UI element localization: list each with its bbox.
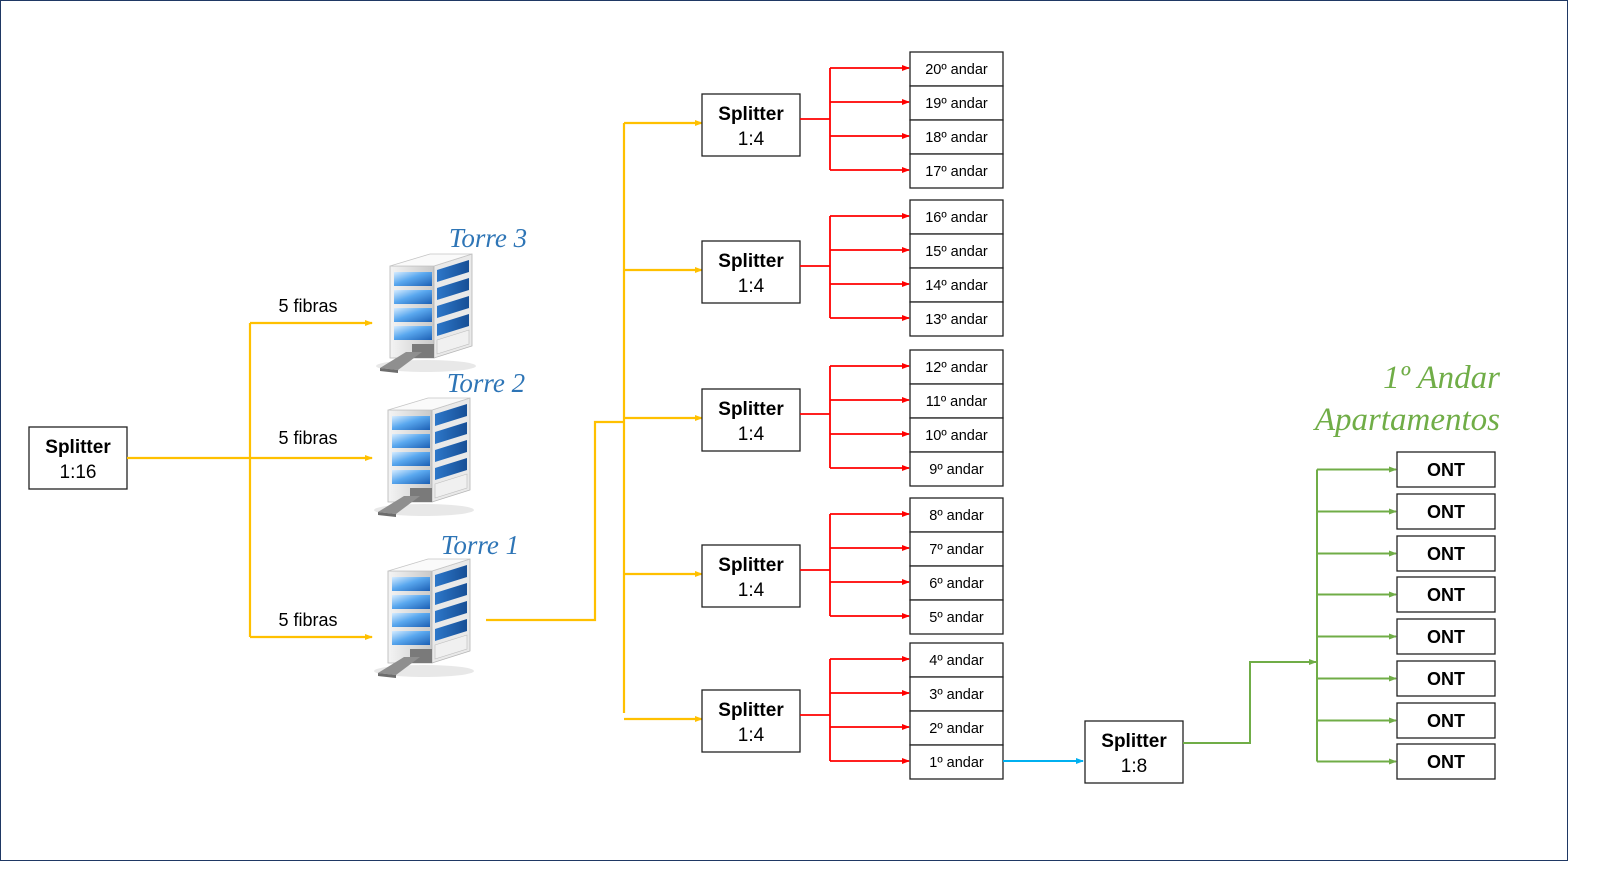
ont-box — [1396, 702, 1496, 739]
floor-label: 7º andar — [929, 542, 984, 558]
diagram-frame — [0, 0, 1568, 861]
floor-label: 2º andar — [929, 721, 984, 737]
floor-splitter-3-box — [701, 388, 801, 452]
floor-box — [909, 451, 1004, 487]
floor-label: 3º andar — [929, 687, 984, 703]
floor-splitter-5-label: Splitter — [718, 700, 784, 721]
ont-box — [1396, 535, 1496, 572]
floor-splitter-1-ratio: 1:4 — [738, 129, 765, 150]
floor-label: 14º andar — [925, 278, 988, 294]
floor-box — [909, 599, 1004, 635]
floor-splitter-4-ratio: 1:4 — [738, 580, 765, 601]
floor-box — [909, 233, 1004, 269]
ont-label: ONT — [1427, 585, 1465, 605]
apartments-title-line2: Apartamentos — [1313, 402, 1500, 438]
floor-box — [909, 417, 1004, 453]
fiber-label-2: 5 fibras — [278, 428, 337, 448]
floor-box — [909, 531, 1004, 567]
fiber-label-1: 5 fibras — [278, 296, 337, 316]
ont-box — [1396, 618, 1496, 655]
floor-box — [909, 744, 1004, 780]
floor-splitter-4-box — [701, 544, 801, 608]
floor-label: 8º andar — [929, 508, 984, 524]
floor-box — [909, 267, 1004, 303]
floor-label: 15º andar — [925, 244, 988, 260]
ont-label: ONT — [1427, 669, 1465, 689]
tower-label-3: Torre 1 — [441, 530, 519, 560]
apartment-feeder — [1183, 659, 1317, 744]
floor-splitter-2-ratio: 1:4 — [738, 276, 765, 297]
floor-splitter-2-box — [701, 240, 801, 304]
floor-label: 6º andar — [929, 576, 984, 592]
apartment-splitter-ratio: 1:8 — [1121, 756, 1147, 777]
floor-label: 17º andar — [925, 164, 988, 180]
apartment-splitter-box — [1084, 720, 1184, 784]
building-icon — [373, 558, 475, 679]
floor-splitter-5-ratio: 1:4 — [738, 725, 765, 746]
ont-label: ONT — [1427, 460, 1465, 480]
ont-box — [1396, 451, 1496, 488]
floor-splitter-4-label: Splitter — [718, 555, 784, 576]
floor-label: 9º andar — [929, 462, 984, 478]
floor-label: 18º andar — [925, 130, 988, 146]
root-splitter-label: Splitter — [45, 437, 111, 458]
floor-box — [909, 199, 1004, 235]
floor-box — [909, 676, 1004, 712]
floor-splitter-2-label: Splitter — [718, 251, 784, 272]
floor-splitter-3-label: Splitter — [718, 399, 784, 420]
ont-box — [1396, 660, 1496, 697]
floor-label: 5º andar — [929, 610, 984, 626]
floor-label: 1º andar — [929, 755, 984, 771]
ont-label: ONT — [1427, 627, 1465, 647]
floor-box — [909, 301, 1004, 337]
building-icon — [375, 253, 477, 374]
floor-label: 20º andar — [925, 62, 988, 78]
floor-box — [909, 153, 1004, 189]
ont-label: ONT — [1427, 752, 1465, 772]
floor-label: 11º andar — [926, 394, 988, 410]
ont-box — [1396, 743, 1496, 780]
floor-label: 12º andar — [925, 360, 988, 376]
floor-label: 16º andar — [925, 210, 988, 226]
tower-label-2: Torre 2 — [447, 368, 525, 398]
floor-splitter-1-box — [701, 93, 801, 157]
floor-label: 10º andar — [925, 428, 988, 444]
tower1-feeder — [486, 420, 624, 622]
floor-splitter-5-box — [701, 689, 801, 753]
ont-label: ONT — [1427, 711, 1465, 731]
root-splitter-box — [28, 426, 128, 490]
floor-box — [909, 642, 1004, 678]
floor-box — [909, 497, 1004, 533]
floor-label: 19º andar — [925, 96, 988, 112]
floor-box — [909, 565, 1004, 601]
floor-splitter-3-ratio: 1:4 — [738, 424, 765, 445]
fiber-label-3: 5 fibras — [278, 610, 337, 630]
ont-box — [1396, 493, 1496, 530]
ont-label: ONT — [1427, 544, 1465, 564]
root-splitter-ratio: 1:16 — [60, 462, 97, 483]
floor-label: 4º andar — [929, 653, 984, 669]
floor-box — [909, 51, 1004, 87]
floor-label: 13º andar — [925, 312, 988, 328]
building-icon — [373, 397, 475, 518]
ont-label: ONT — [1427, 502, 1465, 522]
ont-box — [1396, 576, 1496, 613]
floor-splitter-1-label: Splitter — [718, 104, 784, 125]
tower-label-1: Torre 3 — [449, 223, 527, 253]
apartments-title-line1: 1º Andar — [1383, 360, 1500, 396]
apartment-splitter-label: Splitter — [1101, 731, 1167, 752]
